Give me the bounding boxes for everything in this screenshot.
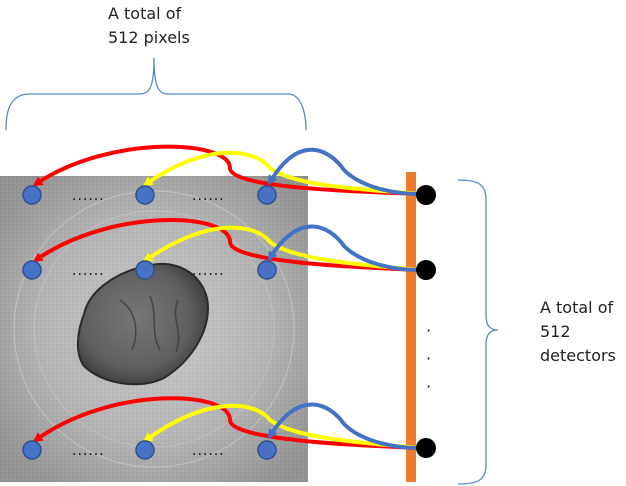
detector-dot (416, 185, 436, 205)
red-arrow (32, 218, 421, 272)
blue-arrow (267, 402, 421, 450)
red-arrow (32, 396, 421, 450)
pixel-dot (22, 185, 42, 205)
pixel-dot (22, 260, 42, 280)
detectors-label-line-1: A total of (540, 298, 614, 317)
arrows-row-3 (32, 396, 421, 450)
detector-dot (416, 260, 436, 280)
vertical-ellipsis-dot: · (426, 377, 431, 396)
yellow-arrow (142, 403, 421, 450)
detectors-label-line-2: 512 (540, 322, 571, 341)
detector-bar (406, 172, 416, 482)
row-ellipsis: ...... (192, 263, 225, 279)
pixel-dot (257, 260, 277, 280)
ct-image (0, 176, 308, 482)
row-ellipsis: ...... (72, 188, 105, 204)
pixel-dot (257, 185, 277, 205)
pixels-label-line-1: A total of (108, 4, 182, 23)
row-ellipsis: ...... (192, 443, 225, 459)
vertical-ellipsis-dot: · (426, 321, 431, 340)
vertical-ellipsis: · · · (426, 321, 431, 396)
blue-arrow (267, 224, 421, 272)
row-ellipsis: ...... (72, 443, 105, 459)
red-arrow (32, 144, 421, 196)
pixel-dot (135, 185, 155, 205)
yellow-arrow (142, 225, 421, 272)
row-ellipses: ...... ...... ...... ...... ...... .....… (72, 188, 225, 459)
detectors-label: A total of 512 detectors (540, 296, 616, 368)
row-ellipsis: ...... (72, 263, 105, 279)
pixel-dot (257, 440, 277, 460)
pixels-label-line-2: 512 pixels (108, 28, 190, 47)
row-ellipsis: ...... (192, 188, 225, 204)
pixel-dots (22, 185, 277, 460)
pixels-label: A total of 512 pixels (108, 2, 190, 50)
pixels-brace (5, 57, 307, 131)
pixel-dot (135, 440, 155, 460)
pixel-dot (22, 440, 42, 460)
detectors-brace (457, 179, 499, 485)
detector-dot (416, 438, 436, 458)
yellow-arrow (142, 150, 421, 196)
vertical-ellipsis-dot: · (426, 349, 431, 368)
blue-arrow (267, 147, 421, 196)
arrows-row-2 (32, 218, 421, 272)
pixel-dot (135, 260, 155, 280)
detector-dots (416, 185, 436, 458)
detectors-label-line-3: detectors (540, 346, 616, 365)
arrows-row-1 (32, 144, 421, 196)
